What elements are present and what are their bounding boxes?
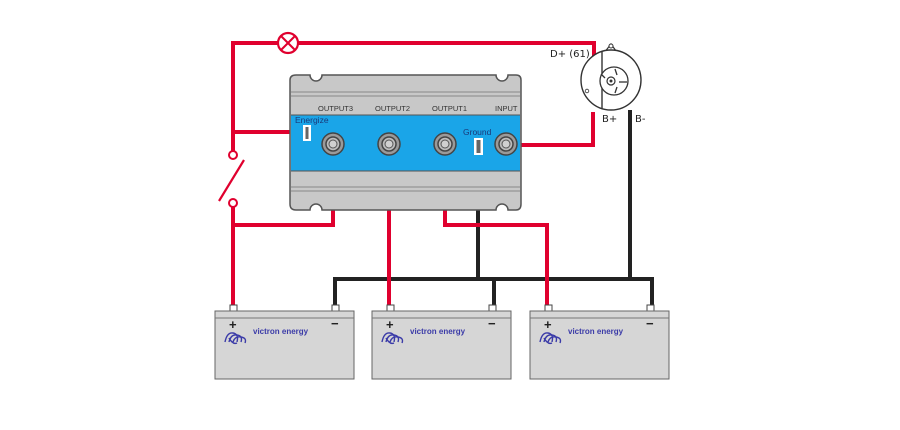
d-plus-label: D+ (61) (550, 49, 590, 60)
b-plus-label: B+ (602, 114, 617, 125)
battery-minus-terminal-label: − (331, 316, 339, 331)
battery-minus-terminal-label: − (646, 316, 654, 331)
terminal-label-output3: OUTPUT3 (318, 104, 353, 113)
battery-2: + − victron energy (371, 304, 512, 380)
battery-plus-terminal-label: + (544, 317, 552, 332)
ignition-switch-icon[interactable] (218, 150, 245, 208)
battery-plus-terminal-label: + (386, 317, 394, 332)
battery-1: + − victron energy (214, 304, 355, 380)
energize-connector[interactable] (303, 125, 311, 141)
terminal-output1[interactable] (433, 132, 457, 156)
victron-logo-icon (381, 332, 404, 345)
victron-logo-icon (224, 332, 247, 345)
ground-connector[interactable] (474, 138, 483, 155)
alternator-icon (580, 42, 642, 111)
b-minus-label: B- (635, 114, 646, 125)
terminal-label-input: INPUT (495, 104, 518, 113)
battery-3: + − victron energy (529, 304, 670, 380)
battery-plus-terminal-label: + (229, 317, 237, 332)
lamp-wire (231, 41, 278, 153)
terminal-output2[interactable] (377, 132, 401, 156)
terminal-input[interactable] (494, 132, 518, 156)
energize-label: Energize (295, 115, 329, 125)
input-wire (506, 112, 595, 147)
victron-logo-icon (539, 332, 562, 345)
battery-brand: victron energy (568, 327, 624, 336)
isolator: OUTPUT3 OUTPUT2 OUTPUT1 INPUT Energize G… (289, 74, 522, 211)
battery-brand: victron energy (253, 327, 309, 336)
terminal-output3[interactable] (321, 132, 345, 156)
terminal-label-output2: OUTPUT2 (375, 104, 410, 113)
charge-warning-lamp-icon (276, 31, 300, 55)
battery-brand: victron energy (410, 327, 466, 336)
battery-minus-terminal-label: − (488, 316, 496, 331)
lamp-to-dplus-wire (298, 41, 596, 60)
terminal-label-output1: OUTPUT1 (432, 104, 467, 113)
ground-label: Ground (463, 127, 492, 137)
